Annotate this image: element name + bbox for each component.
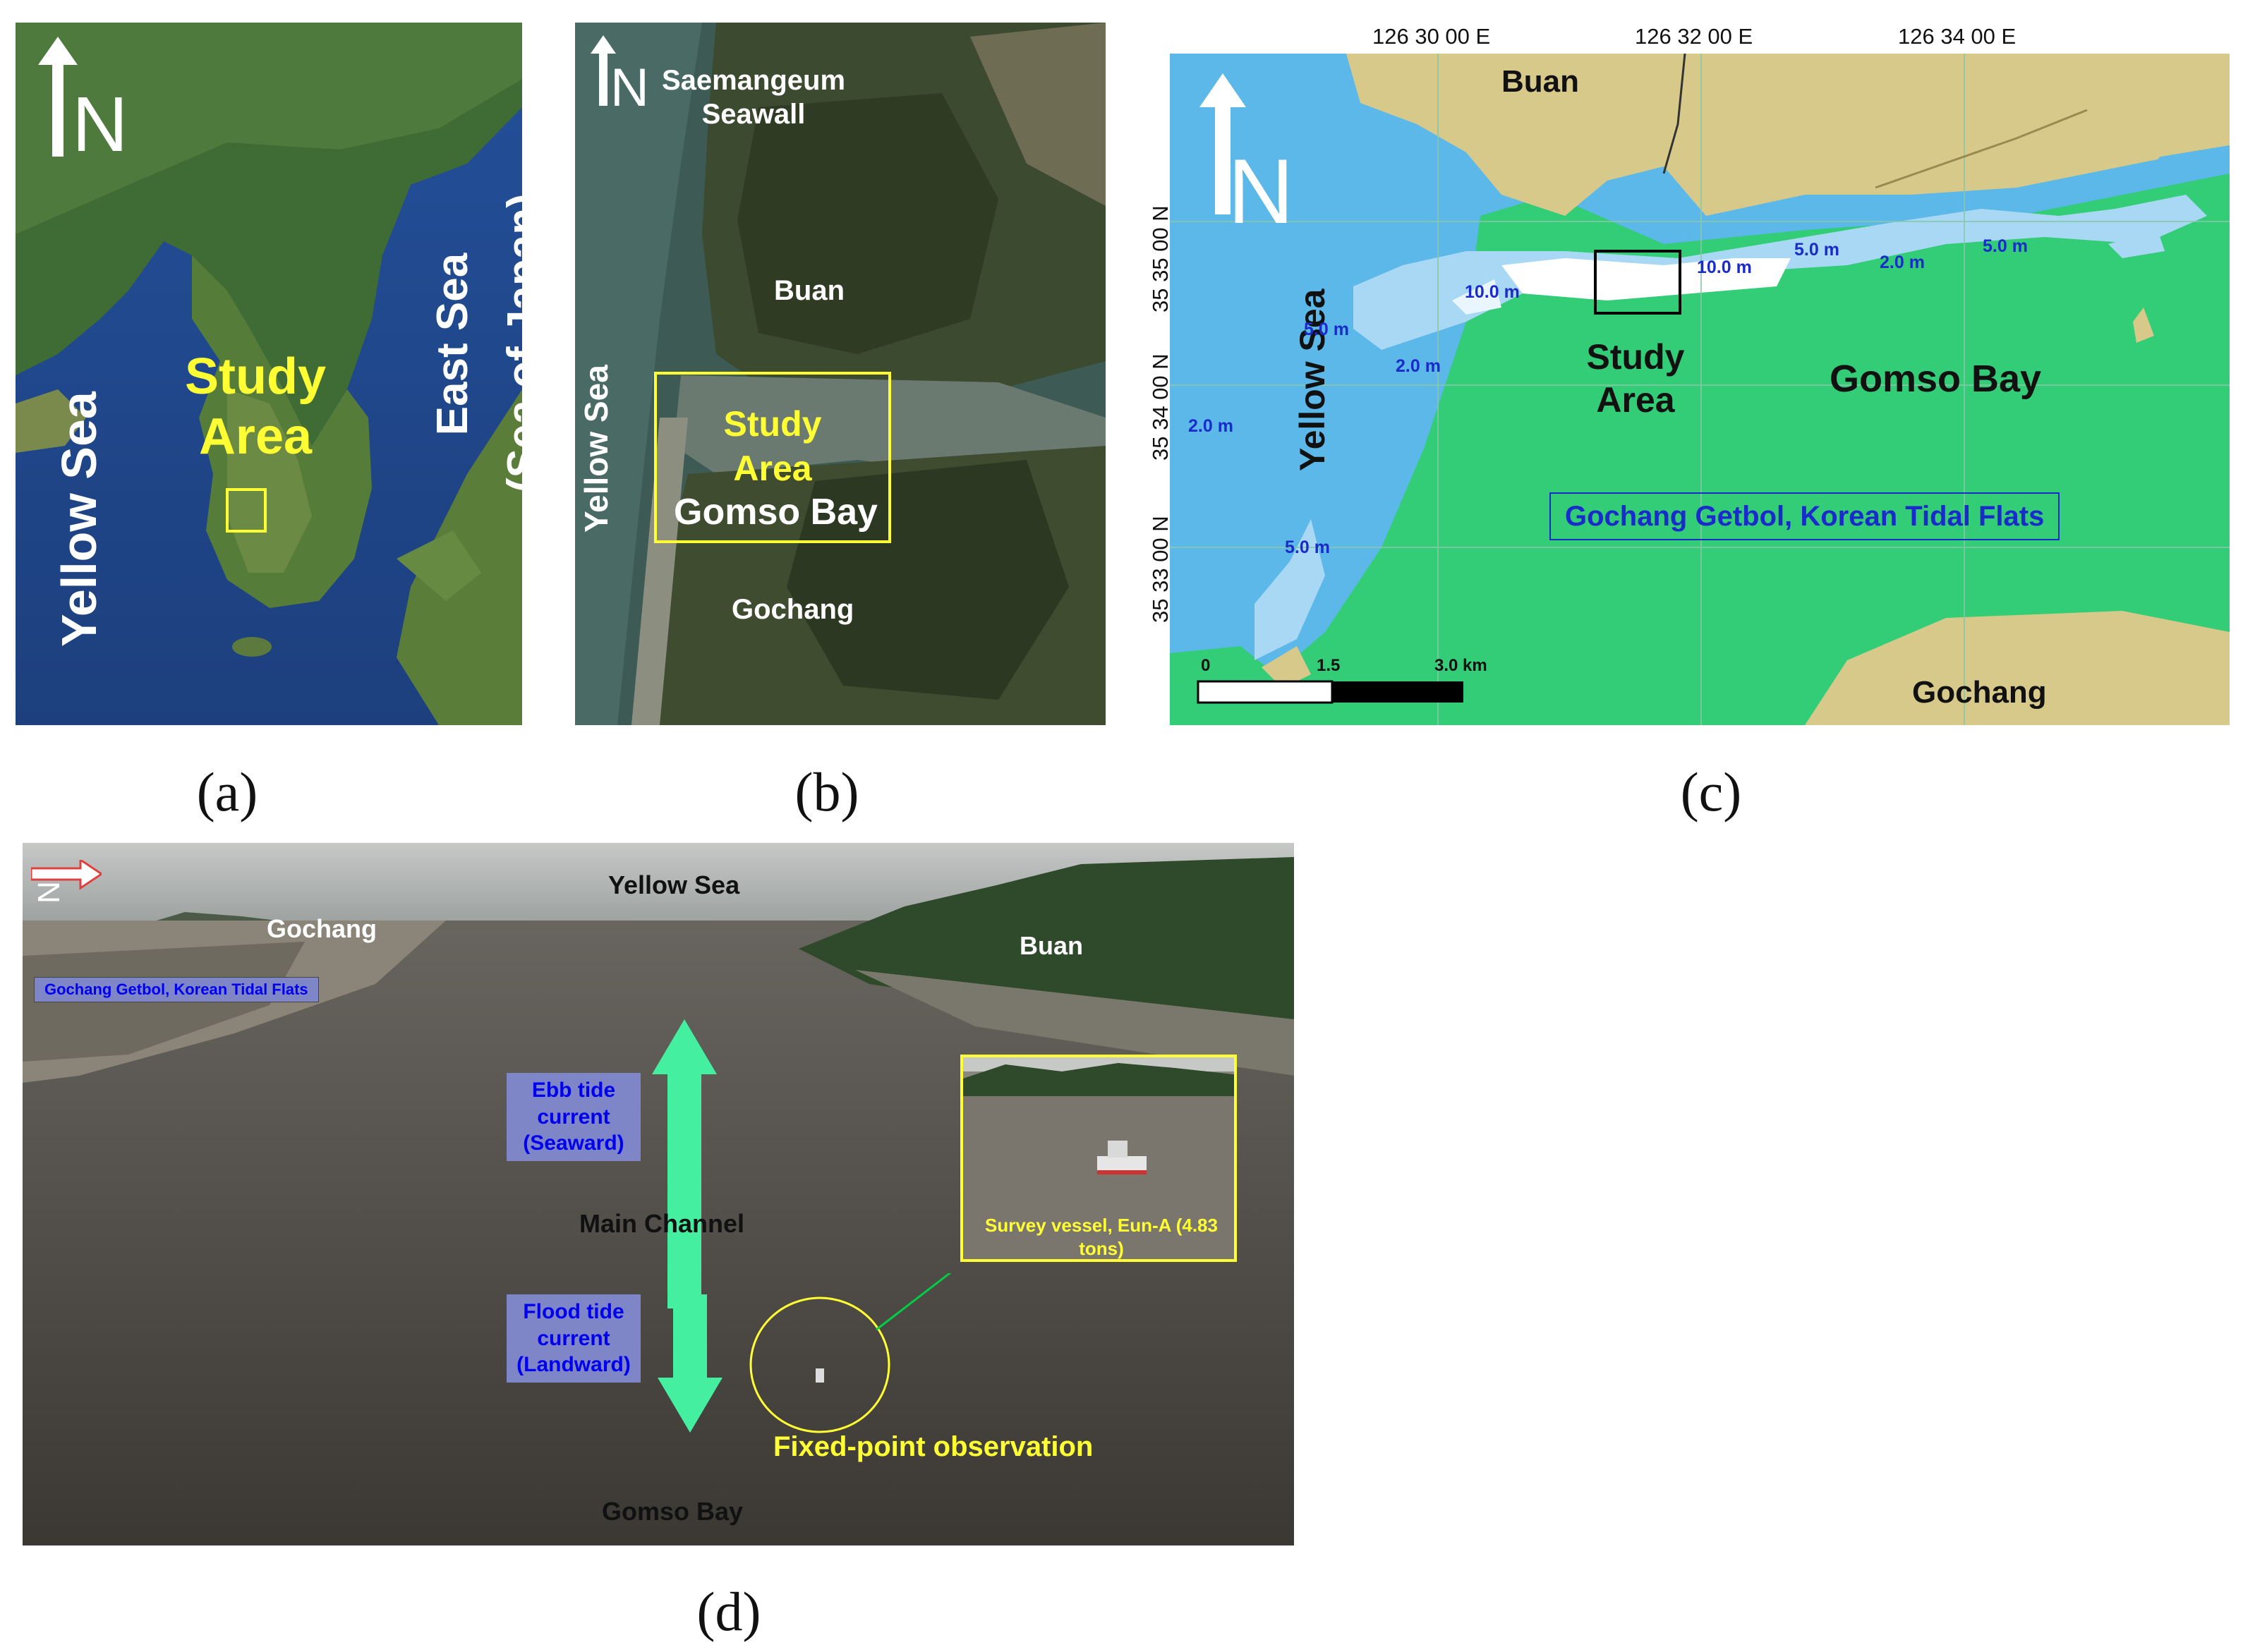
scale-label-mid: 1.5 (1317, 656, 1341, 675)
saemangeum-label: Saemangeum Seawall (661, 65, 846, 130)
nautical-chart (1170, 54, 2230, 725)
longitude-label-2: 126 32 00 E (1635, 24, 1753, 49)
vessel-label: Survey vessel, Eun-A (4.83 tons) (985, 1215, 1218, 1259)
north-arrow-icon (38, 37, 78, 157)
scale-label-zero: 0 (1201, 656, 1211, 675)
north-label: N (610, 58, 649, 118)
buan-label: Buan (1501, 64, 1579, 99)
fixed-point-marker (749, 1273, 952, 1433)
gochang-label: Gochang (1912, 675, 2047, 710)
study-area-box (654, 372, 891, 543)
panel-c-chart: N Buan Yellow Sea Study Area Gomso Bay G… (1170, 54, 2230, 725)
study-area-box (1594, 250, 1681, 315)
study-area-label: Study Area (1586, 337, 1685, 420)
gomso-bay-label: Gomso Bay (674, 492, 878, 533)
study-area-box (226, 488, 267, 533)
depth-label-5m-c: 5.0 m (1983, 236, 2028, 256)
ebb-tide-label: Ebb tide current (Seaward) (507, 1073, 641, 1161)
vessel-photo-image (963, 1057, 1234, 1259)
buan-label: Buan (774, 275, 845, 306)
satellite-gomso-image (575, 23, 1106, 725)
depth-label-10m-west: 10.0 m (1465, 282, 1520, 302)
depth-label-2m-a: 2.0 m (1396, 356, 1441, 376)
gochang-label: Gochang (732, 594, 854, 625)
gomso-bay-label: Gomso Bay (1830, 358, 2042, 400)
yellow-sea-label: Yellow Sea (578, 365, 615, 533)
north-arrow-icon (591, 35, 616, 106)
scale-bar-white (1197, 680, 1334, 704)
yellow-sea-label: Yellow Sea (608, 870, 740, 899)
north-label: N (72, 81, 128, 168)
caption-d: (d) (696, 1581, 761, 1642)
getbol-box: Gochang Getbol, Korean Tidal Flats (1549, 492, 2060, 540)
panel-d-photo: N Yellow Sea Gochang Buan Gochang Getbol… (23, 843, 1294, 1545)
depth-label-2m-c: 2.0 m (1188, 416, 1233, 436)
north-arrow-icon (31, 860, 102, 890)
scale-label-end: 3.0 km (1434, 656, 1487, 675)
study-area-label: Study Area (723, 404, 822, 488)
ebb-arrow-icon (652, 1019, 717, 1308)
caption-c: (c) (1680, 761, 1742, 822)
flood-arrow-icon (658, 1294, 723, 1433)
caption-a: (a) (196, 761, 258, 822)
east-sea-label: East Sea (428, 253, 477, 436)
main-channel-label: Main Channel (579, 1209, 745, 1238)
gochang-label: Gochang (267, 914, 377, 943)
fixed-point-label: Fixed-point observation (773, 1431, 1094, 1462)
caption-b: (b) (794, 761, 859, 822)
study-area-label: Study Area (184, 348, 326, 465)
panel-a-map: N Study Area Yellow Sea East Sea (Sea of… (16, 23, 522, 725)
sea-of-japan-label: (Sea of Japan) (499, 193, 522, 492)
gomso-bay-label: Gomso Bay (602, 1497, 744, 1526)
depth-label-2m-b: 2.0 m (1880, 253, 1925, 272)
satellite-korea-image (16, 23, 522, 725)
yellow-sea-label: Yellow Sea (52, 391, 107, 647)
buan-label: Buan (1020, 931, 1083, 960)
depth-label-5m-d: 5.0 m (1285, 537, 1330, 557)
longitude-label-1: 126 30 00 E (1372, 24, 1491, 49)
north-label: N (1228, 140, 1294, 243)
scale-bar-black (1332, 681, 1463, 703)
vessel-inset: Survey vessel, Eun-A (4.83 tons) (960, 1055, 1237, 1262)
longitude-label-3: 126 34 00 E (1898, 24, 2017, 49)
depth-label-5m-b: 5.0 m (1794, 240, 1839, 260)
depth-label-5m-a: 5.0 m (1304, 320, 1349, 339)
getbol-label: Gochang Getbol, Korean Tidal Flats (34, 977, 319, 1002)
north-label: N (30, 881, 66, 904)
flood-tide-label: Flood tide current (Landward) (507, 1294, 641, 1383)
yellow-sea-label: Yellow Sea (1293, 289, 1332, 471)
panel-b-map: N Saemangeum Seawall Buan Study Area Gom… (575, 23, 1106, 725)
depth-label-10m-east: 10.0 m (1697, 257, 1752, 277)
north-arrow-icon (1199, 73, 1246, 214)
